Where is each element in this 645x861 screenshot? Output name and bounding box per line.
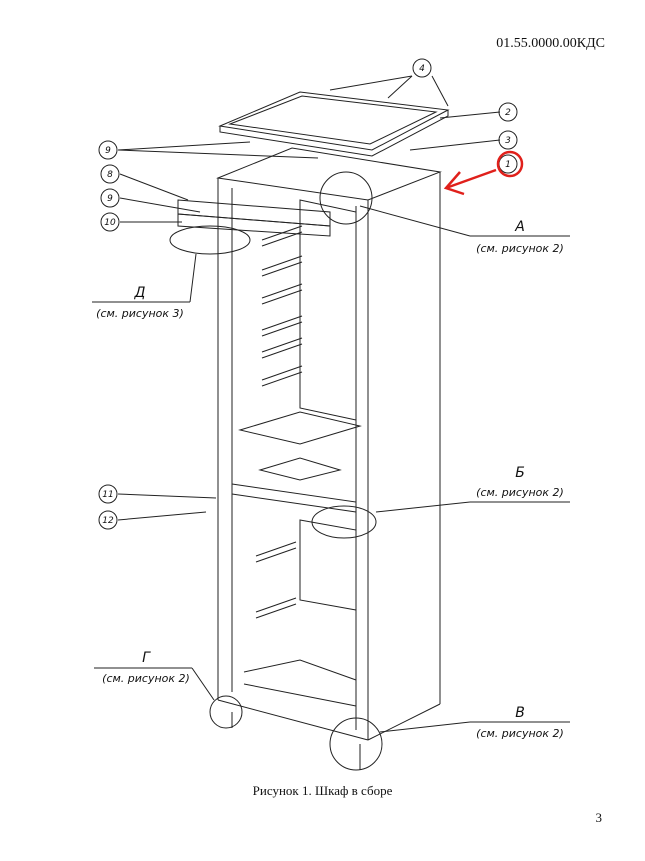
callout-3: 3 [505,136,511,146]
detail-b-circle [311,505,377,539]
document-code: 01.55.0000.00КДС [496,36,605,51]
callout-9-top: 9 [105,146,111,156]
cabinet-body [216,147,442,741]
detail-v-circle [329,717,383,771]
callout-4: 4 [419,64,425,74]
view-g-letter: Г [142,650,151,666]
callout-11: 11 [102,490,113,500]
view-v-ref: (см. рисунок 2) [476,727,564,740]
callout-9: 9 [107,194,113,204]
callout-10: 10 [104,218,116,228]
view-d-letter: Д [134,285,146,301]
view-b-letter: Б [515,465,525,481]
callout-12: 12 [102,516,114,526]
hinge-bar-part [169,199,331,255]
leader-lines [92,75,570,733]
figure-caption: Рисунок 1. Шкаф в сборе [252,783,393,798]
view-v-letter: В [515,705,525,721]
top-cover-part [218,91,450,157]
shelf-rails [255,225,303,619]
detail-g-circle [209,695,243,729]
callout-8: 8 [107,170,113,180]
view-g-ref: (см. рисунок 2) [102,672,190,685]
red-annotation [443,150,524,196]
callout-circles [98,58,518,530]
callout-2: 2 [505,108,511,118]
view-a-ref: (см. рисунок 2) [476,242,564,255]
view-b-ref: (см. рисунок 2) [476,486,564,499]
detail-a-circle [319,171,373,225]
view-d-ref: (см. рисунок 3) [96,307,184,320]
page-number: 3 [595,810,603,825]
callout-1: 1 [505,160,511,170]
view-a-letter: А [514,219,525,235]
